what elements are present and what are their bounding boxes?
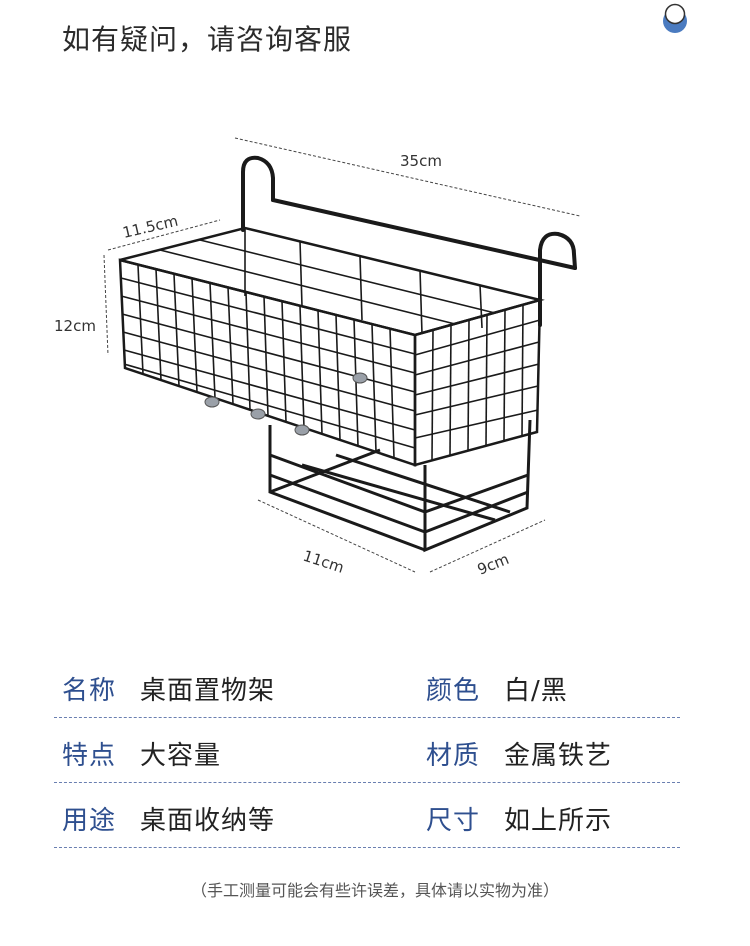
spec-value: 大容量 (140, 741, 222, 771)
spec-value: 如上所示 (504, 806, 613, 836)
circle-badge-icon (663, 3, 687, 33)
spec-key: 特点 (62, 741, 117, 771)
spec-value: 金属铁艺 (504, 741, 613, 771)
spec-row: 特点 大容量 材质 金属铁艺 (54, 718, 680, 783)
product-image-wire-basket: 35cm 11.5cm 12cm 11cm 9cm (54, 137, 581, 579)
measurement-footnote: （手工测量可能会有些许误差，具体请以实物为准） (190, 881, 559, 900)
spec-value: 桌面置物架 (140, 676, 276, 706)
spec-row: 用途 桌面收纳等 尺寸 如上所示 (54, 783, 680, 848)
dim-length-label: 35cm (400, 152, 442, 170)
page-title: 如有疑问，请咨询客服 (62, 23, 353, 56)
dim-height-label: 12cm (54, 317, 96, 335)
spec-key: 颜色 (426, 676, 481, 706)
spec-key: 尺寸 (426, 806, 481, 836)
spec-value: 桌面收纳等 (140, 806, 276, 836)
dim-width-label: 11.5cm (121, 212, 180, 242)
spec-value: 白/黑 (504, 676, 568, 706)
dim-lower-depth-label: 9cm (475, 550, 512, 579)
spec-key: 名称 (62, 676, 117, 706)
spec-row: 名称 桌面置物架 颜色 白/黑 (54, 660, 680, 718)
dim-lower-width-label: 11cm (301, 547, 346, 577)
spec-table: 名称 桌面置物架 颜色 白/黑 特点 大容量 材质 金属铁艺 用途 桌面收纳等 … (54, 660, 680, 848)
spec-key: 材质 (426, 741, 481, 771)
spec-key: 用途 (62, 806, 117, 836)
